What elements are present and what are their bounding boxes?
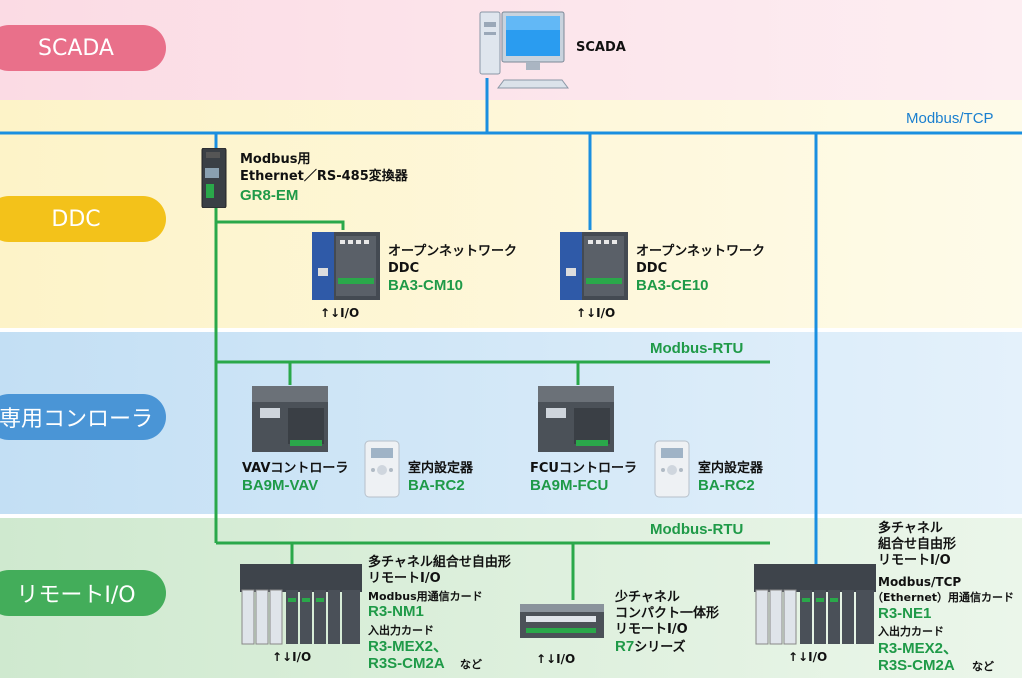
remote2-line2: コンパクト一体形 xyxy=(615,606,720,621)
ddc-layer-label: DDC xyxy=(0,196,166,242)
ddc2-line2: DDC xyxy=(636,261,668,276)
io-arrows-icon: ↑↓ xyxy=(320,306,341,320)
vav-controller-image xyxy=(250,384,330,454)
modbus-rtu-lines xyxy=(214,208,770,600)
remote2-model-line: R7シリーズ xyxy=(615,638,686,656)
fcu-setter-name: 室内設定器 xyxy=(698,461,764,476)
vav-setter-name: 室内設定器 xyxy=(408,461,474,476)
remote3-line2: 組合せ自由形 xyxy=(878,537,957,552)
converter-model: GR8-EM xyxy=(240,187,299,204)
modbus-rtu-label-1: Modbus-RTU xyxy=(650,340,744,357)
fcu-setter-image xyxy=(654,440,690,498)
vav-name: VAVコントローラ xyxy=(242,461,349,476)
remote3-card-model: R3-NE1 xyxy=(878,605,932,622)
ddc2-line1: オープンネットワーク xyxy=(636,244,765,259)
fcu-setter-model: BA-RC2 xyxy=(698,477,755,494)
scada-pc-image xyxy=(470,8,570,90)
remote-io-1-image xyxy=(238,562,364,646)
io-arrows-icon: ↑↓ xyxy=(788,650,809,664)
ddc1-line2: DDC xyxy=(388,261,420,276)
remote3-card-label2: （Ethernet）用通信カード xyxy=(872,591,1015,604)
ddc1-io: ↑↓I/O xyxy=(320,306,360,320)
remote1-io-models1: R3-MEX2、 xyxy=(368,638,449,655)
fcu-model: BA9M-FCU xyxy=(530,477,609,494)
remote3-io-models2: R3S-CM2A xyxy=(878,657,955,674)
io-arrows-icon: ↑↓ xyxy=(272,650,293,664)
ddc2-io: ↑↓I/O xyxy=(576,306,616,320)
remote-io-2-image xyxy=(518,598,606,644)
remote1-io: ↑↓I/O xyxy=(272,650,312,664)
scada-pc-label: SCADA xyxy=(576,40,626,55)
remote3-line3: リモートI/O xyxy=(878,553,951,568)
ddc2-model: BA3-CE10 xyxy=(636,277,709,294)
ddc2-image xyxy=(556,228,632,304)
dedicated-controller-layer-label: 専用コンローラ xyxy=(0,394,166,440)
vav-setter-image xyxy=(364,440,400,498)
ddc-band xyxy=(0,100,1022,328)
io-arrows-icon: ↑↓ xyxy=(536,652,557,666)
remote2-series: シリーズ xyxy=(634,640,686,655)
scada-layer-label: SCADA xyxy=(0,25,166,71)
remote1-io-models2: R3S-CM2A xyxy=(368,655,445,672)
fcu-controller-image xyxy=(536,384,616,454)
modbus-tcp-lines xyxy=(0,78,1022,565)
remote1-line1: 多チャネル組合せ自由形 xyxy=(368,555,511,570)
modbus-rtu-label-2: Modbus-RTU xyxy=(650,521,744,538)
remote-io-layer-label: リモートI/O xyxy=(0,570,166,616)
converter-line2: Ethernet／RS-485変換器 xyxy=(240,169,408,184)
ddc1-line1: オープンネットワーク xyxy=(388,244,517,259)
remote2-io: ↑↓I/O xyxy=(536,652,576,666)
remote1-card-model: R3-NM1 xyxy=(368,603,424,620)
ddc1-rtu xyxy=(216,220,345,230)
remote3-io-models1: R3-MEX2、 xyxy=(878,640,959,657)
vav-setter-model: BA-RC2 xyxy=(408,477,465,494)
remote1-etc: など xyxy=(460,658,482,671)
remote2-line3: リモートI/O xyxy=(615,622,688,637)
converter-image xyxy=(198,147,232,209)
remote3-card-label1: Modbus/TCP xyxy=(878,575,962,589)
remote3-io-card-label: 入出力カード xyxy=(878,625,944,638)
remote2-line1: 少チャネル xyxy=(615,590,680,605)
remote1-io-card-label: 入出力カード xyxy=(368,624,434,637)
remote1-line2: リモートI/O xyxy=(368,571,441,586)
remote3-io: ↑↓I/O xyxy=(788,650,828,664)
remote3-etc: など xyxy=(972,660,994,673)
fcu-name: FCUコントローラ xyxy=(530,461,637,476)
ddc1-image xyxy=(308,228,384,304)
converter-line1: Modbus用 xyxy=(240,152,311,167)
ddc1-model: BA3-CM10 xyxy=(388,277,464,294)
vav-model: BA9M-VAV xyxy=(242,477,319,494)
remote-io-3-image xyxy=(752,562,878,646)
remote1-card-label: Modbus用通信カード xyxy=(368,590,483,603)
remote3-line1: 多チャネル xyxy=(878,521,943,536)
io-arrows-icon: ↑↓ xyxy=(576,306,597,320)
modbus-tcp-label: Modbus/TCP xyxy=(906,110,994,127)
remote2-model: R7 xyxy=(615,638,635,655)
